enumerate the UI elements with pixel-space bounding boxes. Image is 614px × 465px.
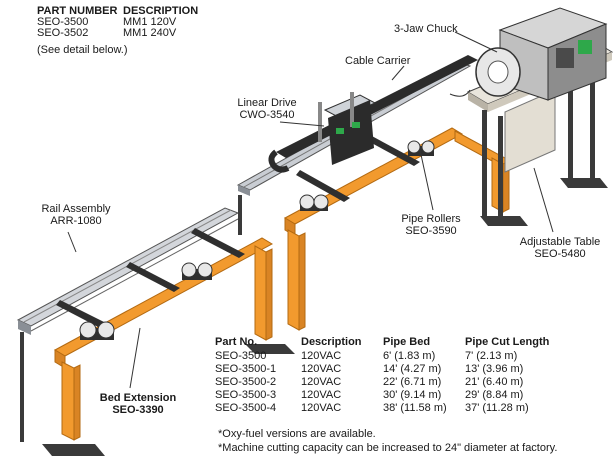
spec-col-part-no: Part No.	[215, 336, 258, 348]
table-cell: SEO-3500-1	[215, 363, 277, 375]
callout-bed-extension-part: SEO-3390	[112, 404, 164, 416]
callout-adjustable-table-title: Adjustable Table	[519, 236, 601, 248]
part-number-cell: SEO-3500	[37, 16, 89, 28]
roller-unit	[181, 262, 213, 280]
cross-supports	[56, 135, 420, 330]
callout-linear-drive-title: Linear Drive	[237, 97, 297, 109]
pipe-roller-units	[79, 140, 435, 340]
callout-rail-assembly-part: ARR-1080	[50, 215, 102, 227]
table-cell: SEO-3500	[215, 350, 267, 362]
callout-pipe-rollers-title: Pipe Rollers	[401, 213, 461, 225]
leader-lines	[67, 31, 554, 389]
callout-pipe-rollers-part: SEO-3590	[405, 225, 457, 237]
roller-unit	[79, 321, 115, 340]
table-cell: 21' (6.40 m)	[465, 376, 524, 388]
table-row: SEO-3500-2 120VAC 22' (6.71 m) 21' (6.40…	[215, 376, 585, 389]
callout-linear-drive-part: CWO-3540	[239, 109, 295, 121]
callout-3-jaw-chuck: 3-Jaw Chuck	[394, 23, 458, 35]
spec-table-header-row: Part No. Description Pipe Bed Pipe Cut L…	[215, 336, 585, 350]
table-cell: 14' (4.27 m)	[383, 363, 442, 375]
part-number-header: PART NUMBER	[37, 5, 118, 17]
table-cell: SEO-3500-4	[215, 402, 277, 414]
table-cell: 6' (1.83 m)	[383, 350, 436, 362]
roller-unit	[299, 194, 329, 211]
table-cell: 37' (11.28 m)	[465, 402, 529, 414]
table-cell: 22' (6.71 m)	[383, 376, 442, 388]
table-cell: 120VAC	[301, 389, 342, 401]
table-cell: 29' (8.84 m)	[465, 389, 524, 401]
rail-legs	[20, 195, 242, 442]
description-cell: MM1 120V	[123, 16, 177, 28]
see-detail-note: (See detail below.)	[37, 44, 128, 56]
callout-adjustable-table-part: SEO-5480	[534, 248, 586, 260]
spec-table: Part No. Description Pipe Bed Pipe Cut L…	[215, 336, 585, 415]
cable-carrier	[268, 55, 478, 173]
table-row: SEO-3500 120VAC 6' (1.83 m) 7' (2.13 m)	[215, 350, 585, 363]
table-row: SEO-3500-1 120VAC 14' (4.27 m) 13' (3.96…	[215, 363, 585, 376]
table-row: SEO-3500-4 120VAC 38' (11.58 m) 37' (11.…	[215, 402, 585, 415]
footnote-cutting-capacity: *Machine cutting capacity can be increas…	[218, 442, 558, 454]
table-cell: 7' (2.13 m)	[465, 350, 518, 362]
table-cell: 120VAC	[301, 363, 342, 375]
chuck-assembly	[449, 7, 608, 101]
table-cell: 13' (3.96 m)	[465, 363, 524, 375]
part-number-cell: SEO-3502	[37, 27, 89, 39]
table-cell: 30' (9.14 m)	[383, 389, 442, 401]
spec-col-pipe-bed: Pipe Bed	[383, 336, 431, 348]
table-cell: 120VAC	[301, 376, 342, 388]
table-cell: SEO-3500-3	[215, 389, 277, 401]
callout-bed-extension-title: Bed Extension	[99, 392, 177, 404]
table-cell: 120VAC	[301, 402, 342, 414]
callout-rail-assembly-title: Rail Assembly	[41, 203, 111, 215]
roller-unit	[407, 140, 435, 156]
spec-col-pipe-cut-length: Pipe Cut Length	[465, 336, 550, 348]
floor-pads	[42, 178, 608, 456]
table-cell: SEO-3500-2	[215, 376, 277, 388]
footnote-oxy-fuel: *Oxy-fuel versions are available.	[218, 428, 376, 440]
table-cell: 38' (11.58 m)	[383, 402, 447, 414]
table-cell: 120VAC	[301, 350, 342, 362]
description-cell: MM1 240V	[123, 27, 177, 39]
spec-col-description: Description	[301, 336, 362, 348]
linear-drive	[318, 92, 377, 165]
description-header: DESCRIPTION	[123, 5, 199, 17]
table-row: SEO-3500-3 120VAC 30' (9.14 m) 29' (8.84…	[215, 389, 585, 402]
callout-cable-carrier: Cable Carrier	[345, 55, 411, 67]
